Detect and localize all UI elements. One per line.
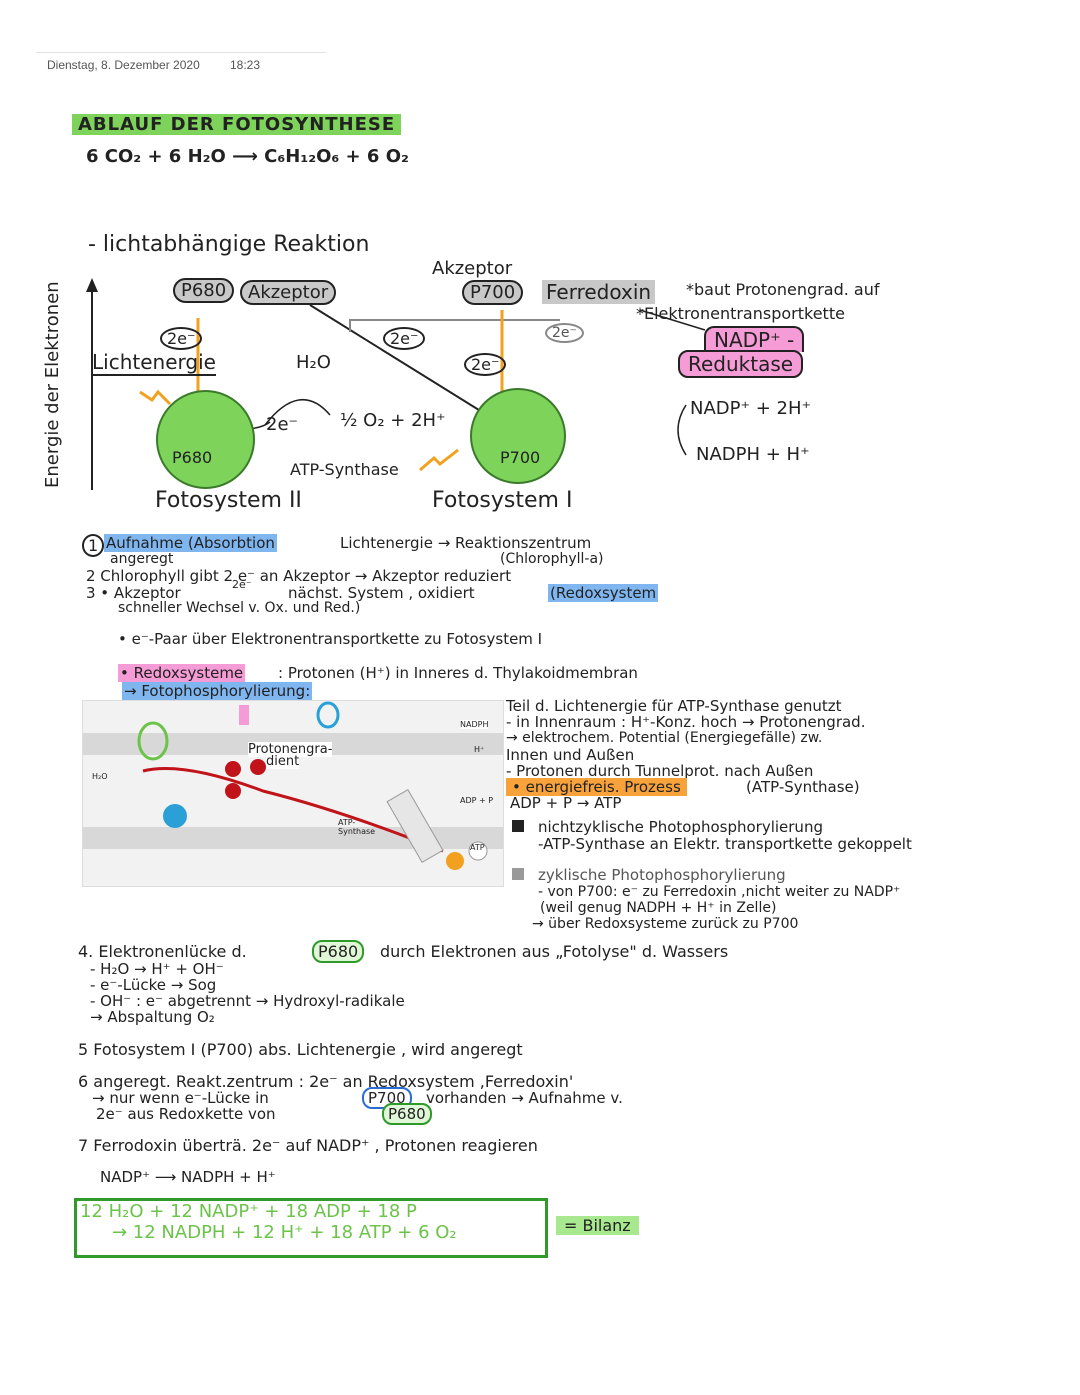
nadp-reduktase-2: Reduktase: [678, 350, 804, 378]
step-6-b3: vorhanden → Aufnahme v.: [426, 1089, 623, 1107]
photosystem-2-center: P680: [172, 448, 213, 467]
bilanz-label: = Bilanz: [556, 1216, 639, 1235]
ferredoxin-note-2: *Elektronentransportkette: [636, 304, 845, 323]
nadp-reduktase-1: NADP⁺ -: [704, 326, 805, 352]
diagram-arrows: [86, 278, 706, 490]
atp-synthase-label: ATP-Synthase: [290, 460, 399, 479]
step-1-chlorophyll: (Chlorophyll-a): [500, 551, 604, 567]
step-6-a: 6 angeregt. Reakt.zentrum : 2e⁻ an Redox…: [78, 1072, 574, 1091]
membrane-nadph: NADPH: [460, 720, 489, 729]
photosystem-2-circle: [156, 390, 255, 489]
water-label: H₂O: [296, 352, 331, 373]
bilanz-box: [74, 1198, 548, 1258]
step-1-absorption: Aufnahme (Absorbtion: [104, 534, 277, 552]
p680-box: P680: [173, 278, 235, 303]
akzeptor-label: Akzeptor: [432, 258, 513, 279]
step-4-b: - H₂O → H⁺ + OH⁻: [90, 960, 224, 978]
photosynthesis-equation: 6 CO₂ + 6 H₂O ⟶ C₆H₁₂O₆ + 6 O₂: [86, 146, 409, 167]
step-5: 5 Fotosystem I (P700) abs. Lichtenergie …: [78, 1040, 523, 1059]
step-1-text: Lichtenergie → Reaktionszentrum: [340, 534, 592, 552]
water-electrons: 2e⁻: [266, 414, 299, 435]
header-divider: [36, 52, 326, 53]
akzeptor-box: Akzeptor: [240, 280, 337, 305]
step-4-p680: P680: [312, 940, 365, 963]
membrane-h: H⁺: [474, 745, 485, 754]
bullet-electron-pair: • e⁻-Paar über Elektronentransportkette …: [118, 630, 543, 648]
bilanz-line-1: 12 H₂O + 12 NADP⁺ + 18 ADP + 18 P: [80, 1201, 417, 1222]
note-atp-synthase: (ATP-Synthase): [746, 778, 860, 796]
step-7-b: NADP⁺ ⟶ NADPH + H⁺: [100, 1168, 276, 1186]
step-4-d: - OH⁻ : e⁻ abgetrennt → Hydroxyl-radikal…: [90, 992, 405, 1010]
diagram-heading: - lichtabhängige Reaktion: [88, 232, 370, 257]
fotosystem-2-label: Fotosystem II: [155, 488, 302, 513]
photosystem-1-center: P700: [500, 448, 541, 467]
membrane-h2o: H₂O: [92, 772, 108, 781]
header-time: 18:23: [230, 58, 261, 72]
membrane-adp: ADP + P: [460, 796, 494, 805]
note-atp-gekoppelt: -ATP-Synthase an Elektr. transportkette …: [538, 835, 912, 853]
note-nichtzyklisch: nichtzyklische Photophosphorylierung: [538, 818, 823, 836]
electron-pair-2: 2e⁻: [383, 327, 426, 350]
bilanz-line-2: → 12 NADPH + 12 H⁺ + 18 ATP + 6 O₂: [112, 1222, 457, 1243]
ferredoxin-label: Ferredoxin: [542, 280, 656, 304]
step-4-c: - e⁻-Lücke → Sog: [90, 976, 217, 994]
bullet-redox-text: : Protonen (H⁺) in Inneres d. Thylakoidm…: [278, 664, 638, 682]
membrane-drawing: [83, 701, 503, 870]
step-1-number: 1: [82, 534, 105, 557]
nadph: NADPH + H⁺: [696, 444, 810, 465]
membrane-dient-label: dient: [266, 754, 300, 769]
step-3-text-a: 3 • Akzeptor: [86, 584, 181, 602]
note-adp-atp: ADP + P → ATP: [510, 794, 622, 812]
step-4-a3: durch Elektronen aus „Fotolyse" d. Wasse…: [380, 942, 729, 961]
note-teil-lichtenergie: Teil d. Lichtenergie für ATP-Synthase ge…: [506, 697, 842, 715]
ferredoxin-note-1: *baut Protonengrad. auf: [686, 280, 880, 299]
step-6-b1: → nur wenn e⁻-Lücke in: [92, 1089, 269, 1107]
step-1-angeregt: angeregt: [110, 551, 174, 567]
membrane-protonengrad-label: Protonengra-: [248, 742, 333, 757]
electron-pair-1: 2e⁻: [160, 327, 203, 350]
bullet-fotophosphorylierung: → Fotophosphorylierung:: [122, 682, 313, 700]
step-4-a: 4. Elektronenlücke d.: [78, 942, 247, 961]
note-elektrochem: → elektrochem. Potential (Energiegefälle…: [506, 730, 823, 746]
oxygen-protons: ½ O₂ + 2H⁺: [340, 410, 446, 431]
header-date: Dienstag, 8. Dezember 2020: [47, 58, 200, 72]
electron-pair-3: 2e⁻: [464, 353, 507, 376]
step-4-e: → Abspaltung O₂: [90, 1008, 215, 1026]
step-3-redoxsystem: (Redoxsystem: [548, 584, 659, 602]
step-7-a: 7 Ferrodoxin überträ. 2e⁻ auf NADP⁺ , Pr…: [78, 1136, 538, 1155]
note-von-p700: - von P700: e⁻ zu Ferredoxin ,nicht weit…: [538, 884, 901, 900]
step-6-p680: P680: [382, 1103, 432, 1125]
bullet-square-black: [512, 820, 524, 832]
note-energiefrei: • energiefreis. Prozess: [506, 778, 687, 796]
photosystem-1-circle: [470, 388, 566, 484]
step-3-electrons: 2e⁻: [232, 578, 252, 591]
lichtenergie-label: Lichtenergie: [92, 350, 216, 376]
note-innen-aussen: Innen und Außen: [506, 746, 635, 764]
note-tunnelprot: - Protonen durch Tunnelprot. nach Außen: [506, 762, 814, 780]
step-3-text-c: nächst. System , oxidiert: [288, 584, 475, 602]
step-2-text: 2 Chlorophyll gibt 2 e⁻ an Akzeptor → Ak…: [86, 567, 512, 585]
nadp-plus: NADP⁺ + 2H⁺: [690, 398, 812, 419]
note-zyklisch: zyklische Photophosphorylierung: [538, 866, 786, 884]
note-weil-genug: (weil genug NADPH + H⁺ in Zelle): [540, 900, 777, 916]
note-innenraum: - in Innenraum : H⁺-Konz. hoch → Protone…: [506, 713, 866, 731]
membrane-atp: ATP: [470, 843, 485, 852]
bullet-redoxsysteme: • Redoxsysteme: [118, 664, 246, 682]
note-redoxsysteme: → über Redoxsysteme zurück zu P700: [532, 916, 799, 932]
step-6-c1: 2e⁻ aus Redoxkette von: [96, 1105, 276, 1123]
step-3-text-e: schneller Wechsel v. Ox. und Red.): [118, 600, 361, 616]
electron-pair-cyclic: 2e⁻: [545, 323, 584, 343]
fotosystem-1-label: Fotosystem I: [432, 488, 573, 513]
p700-box: P700: [462, 280, 524, 305]
bullet-square-gray: [512, 868, 524, 880]
membrane-atp-synthase: ATP-Synthase: [338, 818, 376, 836]
thylakoid-membrane-diagram: [82, 700, 504, 887]
page-title: ABLAUF DER FOTOSYNTHESE: [72, 114, 402, 135]
